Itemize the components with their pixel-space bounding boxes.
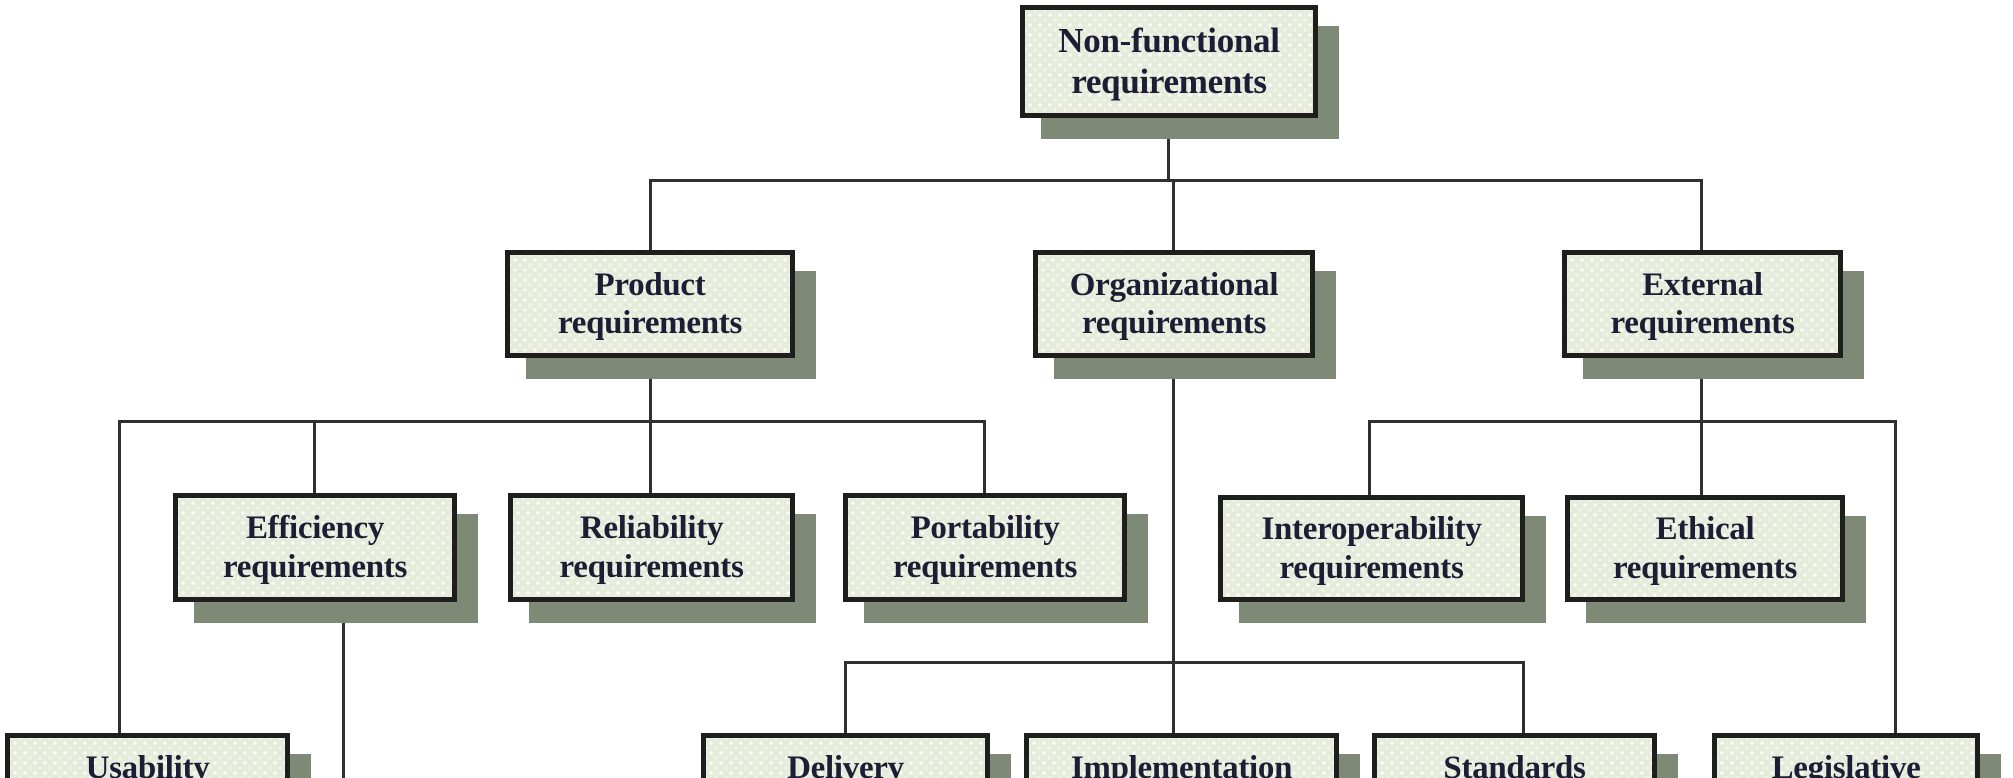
connector-organizational-bus [844, 661, 1525, 664]
connector-to-external [1700, 179, 1703, 252]
node-label: Organizational [1069, 266, 1279, 303]
node-delivery-requirements: Delivery [701, 733, 990, 778]
node-label: Non-functional [1058, 20, 1280, 60]
connector-organizational-stem [1172, 356, 1175, 735]
node-ethical-requirements: Ethical requirements [1565, 495, 1845, 602]
connector-root-stem [1167, 116, 1170, 181]
connector-external-bus [1368, 420, 1897, 423]
node-label: Product [594, 266, 706, 303]
node-label: requirements [1071, 61, 1267, 101]
connector-level1-bus [649, 179, 1703, 182]
connector-to-organizational [1172, 179, 1175, 252]
node-label: requirements [1279, 549, 1464, 586]
connector-efficiency-stem [342, 600, 345, 778]
node-label: Legislative [1771, 750, 1921, 778]
node-label: Interoperability [1261, 511, 1482, 548]
node-label: Reliability [579, 510, 724, 547]
connector-to-legislative [1894, 420, 1897, 735]
connector-product-stem [649, 356, 652, 495]
connector-to-interoperability [1368, 420, 1371, 497]
node-implementation-requirements: Implementation [1024, 733, 1339, 778]
node-label: requirements [1610, 305, 1795, 341]
node-label: requirements [1082, 305, 1266, 341]
node-label: External [1642, 266, 1763, 303]
node-product-requirements: Product requirements [505, 250, 795, 358]
connector-to-portability [983, 420, 986, 495]
node-external-requirements: External requirements [1562, 250, 1843, 358]
node-label: Ethical [1655, 511, 1755, 548]
node-standards-requirements: Standards [1372, 733, 1657, 778]
node-organizational-requirements: Organizational requirements [1033, 250, 1315, 358]
node-usability-requirements: Usability [5, 733, 290, 778]
connector-product-bus [118, 420, 986, 423]
node-label: Efficiency [245, 510, 385, 547]
connector-external-stem [1700, 356, 1703, 497]
node-label: requirements [223, 548, 407, 585]
node-label: requirements [558, 305, 742, 341]
node-reliability-requirements: Reliability requirements [508, 493, 795, 602]
connector-to-delivery [844, 661, 847, 735]
node-non-functional-requirements: Non-functional requirements [1020, 5, 1318, 118]
node-label: Delivery [787, 750, 904, 778]
node-label: Portability [910, 510, 1060, 547]
node-interoperability-requirements: Interoperability requirements [1218, 495, 1525, 602]
node-legislative-requirements: Legislative [1712, 733, 1980, 778]
connector-to-standards [1522, 661, 1525, 735]
connector-to-product [649, 179, 652, 252]
node-label: Implementation [1070, 750, 1293, 778]
node-label: Standards [1443, 750, 1586, 778]
node-label: requirements [893, 548, 1077, 585]
connector-to-usability [118, 420, 121, 735]
node-efficiency-requirements: Efficiency requirements [173, 493, 457, 602]
node-label: requirements [559, 548, 744, 585]
node-label: Usability [85, 750, 210, 778]
node-label: requirements [1613, 549, 1797, 586]
connector-to-efficiency [313, 420, 316, 495]
node-portability-requirements: Portability requirements [843, 493, 1127, 602]
